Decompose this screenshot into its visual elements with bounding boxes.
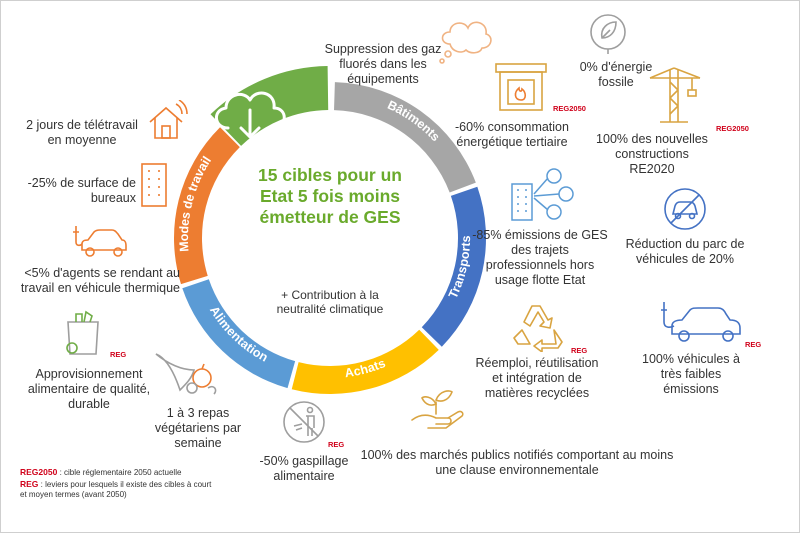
target-teletravail: 2 jours de télétravail en moyenne: [26, 118, 138, 147]
grocery-bag-icon: [66, 310, 99, 355]
target-vehicules-faibles: 100% véhicules à très faibles émissions: [642, 352, 740, 396]
no-car-icon: [664, 188, 706, 230]
target-reemploi: Réemploi, réutilisation et intégration d…: [475, 356, 599, 400]
target-repas-vegetariens: 1 à 3 repas végétariens par semaine: [154, 406, 242, 450]
target-parc-vehicules: Réduction du parc de véhicules de 20%: [625, 237, 745, 266]
target-energie-fossile: 0% d'énergie fossile: [579, 60, 653, 89]
recycle-icon: [513, 305, 563, 352]
badge-reg-reemploi: REG: [571, 346, 588, 355]
badge-reg2050-consommation: REG2050: [553, 104, 586, 113]
target-vehicule-thermique: <5% d'agents se rendant au travail en vé…: [20, 266, 180, 295]
target-emissions-trajets: -85% émissions de GES des trajets profes…: [472, 228, 608, 287]
hand-plant-icon: [411, 390, 464, 429]
segment-alimentation: [182, 279, 296, 389]
badge-reg-gaspillage: REG: [328, 440, 345, 449]
segment-batiments: [334, 82, 476, 193]
segment-top-green: [210, 66, 329, 146]
crane-icon: [649, 67, 701, 123]
eco-energy-icon: [590, 14, 626, 54]
cloud-download-icon: [215, 91, 286, 139]
electric-car-icon: [73, 226, 127, 257]
legend-reg-text: : leviers pour lesquels il existe des ci…: [20, 479, 212, 500]
legend: REG2050 : cible réglementaire 2050 actue…: [20, 467, 220, 501]
badge-reg2050-constructions: REG2050: [716, 124, 749, 133]
no-waste-icon: [283, 401, 325, 443]
legend-reg2050-text: : cible réglementaire 2050 actuelle: [57, 468, 182, 477]
legend-reg-key: REG: [20, 478, 39, 489]
target-nouvelles-constructions: 100% des nouvelles constructions RE2020: [596, 132, 708, 176]
electric-car-icon: [661, 302, 741, 342]
badge-reg-approvisionnement: REG: [110, 350, 127, 359]
segment-achats: [291, 329, 439, 394]
center-subtitle: + Contribution à la neutralité climatiqu…: [276, 288, 384, 316]
center-title: 15 cibles pour un Etat 5 fois moins émet…: [258, 165, 402, 227]
thought-cloud-icon: [439, 21, 492, 64]
target-gaspillage: -50% gaspillage alimentaire: [259, 454, 349, 483]
target-gaz-fluores: Suppression des gaz fluorés dans les équ…: [324, 42, 442, 86]
target-consommation-tertiaire: -60% consommation énergétique tertiaire: [455, 120, 569, 149]
house-wifi-icon: [149, 100, 188, 139]
target-marches-publics: 100% des marchés publics notifiés compor…: [360, 448, 674, 477]
target-approvisionnement: Approvisionnement alimentaire de qualité…: [27, 367, 151, 411]
segment-modes-de-travail: [174, 127, 240, 285]
office-building-icon: [141, 163, 167, 207]
target-surface-bureaux: -25% de surface de bureaux: [27, 176, 136, 205]
fireplace-icon: [495, 63, 547, 111]
legend-reg2050: REG2050 : cible réglementaire 2050 actue…: [20, 467, 220, 479]
legend-reg: REG : leviers pour lesquels il existe de…: [20, 479, 220, 501]
legend-reg2050-key: REG2050: [20, 467, 58, 477]
badge-reg-vehicules: REG: [745, 340, 762, 349]
segment-transports: [421, 186, 487, 347]
people-network-icon: [511, 168, 574, 221]
cornucopia-icon: [155, 353, 217, 395]
